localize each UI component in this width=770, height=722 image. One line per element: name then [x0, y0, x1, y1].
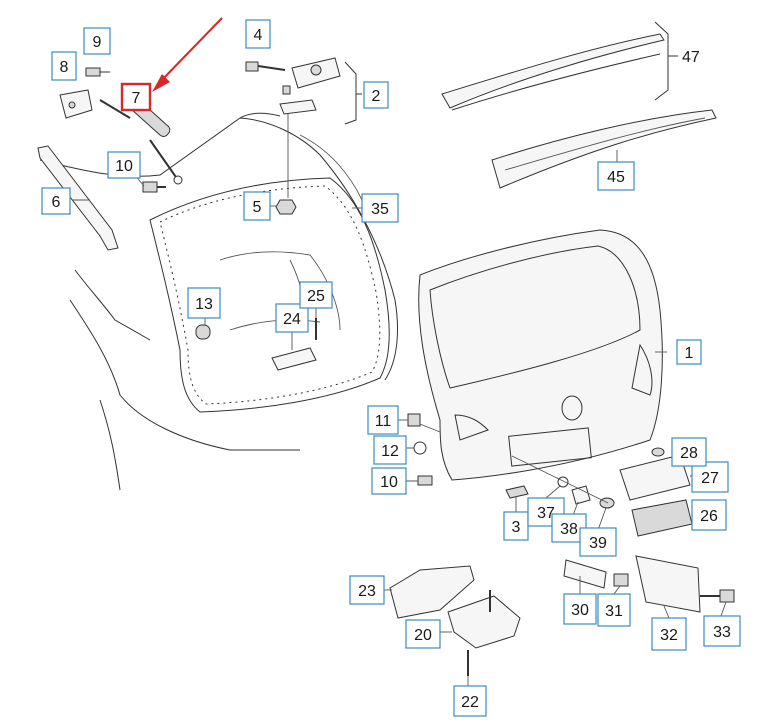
label-47: 47	[682, 49, 700, 66]
callout-27: 27	[691, 461, 729, 493]
svg-text:13: 13	[195, 296, 213, 313]
svg-text:5: 5	[253, 199, 262, 216]
svg-text:39: 39	[589, 535, 607, 552]
roof-spoiler	[491, 109, 717, 189]
nut	[275, 199, 297, 215]
hinge-arm	[37, 145, 119, 251]
bracket-2	[344, 61, 362, 125]
svg-text:30: 30	[571, 602, 589, 619]
svg-text:6: 6	[52, 194, 61, 211]
callout-6: 6	[41, 187, 71, 215]
svg-text:4: 4	[254, 27, 263, 44]
callout-24: 24	[275, 303, 309, 333]
svg-text:20: 20	[414, 627, 432, 644]
svg-text:22: 22	[461, 694, 479, 711]
callout-12: 12	[373, 435, 407, 465]
svg-text:7: 7	[132, 90, 141, 107]
svg-text:8: 8	[60, 59, 69, 76]
callout-23: 23	[349, 575, 385, 605]
callout-13: 13	[187, 287, 221, 319]
callout-10-lower: 10	[371, 467, 407, 495]
callout-9: 9	[83, 27, 111, 55]
callout-10-upper: 10	[107, 151, 141, 179]
svg-text:38: 38	[560, 521, 578, 538]
callout-32: 32	[651, 617, 687, 651]
plate-parts	[563, 555, 735, 613]
callout-22: 22	[453, 685, 487, 717]
red-arrow	[152, 17, 223, 92]
callout-45: 45	[597, 161, 635, 191]
svg-text:1: 1	[685, 345, 694, 362]
leader-lines	[72, 150, 727, 686]
callout-39: 39	[579, 527, 617, 557]
svg-text:24: 24	[283, 311, 301, 328]
svg-text:27: 27	[701, 470, 719, 487]
callout-33: 33	[703, 615, 741, 647]
svg-text:35: 35	[371, 201, 389, 218]
hinge	[245, 57, 341, 115]
callout-2: 2	[363, 81, 389, 109]
callout-4: 4	[245, 19, 271, 49]
callout-30: 30	[563, 593, 597, 625]
svg-text:31: 31	[605, 603, 623, 620]
callout-11: 11	[367, 405, 399, 435]
svg-text:11: 11	[375, 413, 392, 430]
trim-strip	[441, 33, 665, 111]
bolt-upper	[142, 181, 166, 193]
svg-text:32: 32	[660, 627, 678, 644]
svg-text:10: 10	[380, 474, 398, 491]
svg-text:12: 12	[381, 443, 399, 460]
callout-1: 1	[676, 339, 702, 365]
svg-text:37: 37	[537, 505, 555, 522]
svg-text:33: 33	[713, 624, 731, 641]
callout-31: 31	[597, 593, 631, 627]
svg-text:3: 3	[512, 519, 521, 536]
callout-25: 25	[299, 281, 333, 309]
lock-assembly	[389, 565, 521, 676]
callout-26: 26	[691, 499, 727, 531]
svg-text:45: 45	[607, 169, 625, 186]
callout-35: 35	[361, 193, 399, 223]
callout-28: 28	[671, 437, 707, 467]
bracket-47	[654, 21, 678, 101]
small-parts	[195, 318, 615, 509]
svg-text:23: 23	[358, 583, 376, 600]
svg-text:9: 9	[93, 34, 102, 51]
tailgate	[418, 229, 663, 481]
svg-text:25: 25	[307, 288, 325, 305]
svg-text:2: 2	[372, 88, 381, 105]
callout-7: 7	[120, 82, 152, 112]
strut-bracket	[59, 67, 110, 119]
svg-text:10: 10	[115, 158, 133, 175]
callout-3: 3	[503, 511, 529, 541]
svg-text:26: 26	[700, 508, 718, 525]
callout-8: 8	[51, 51, 77, 81]
callout-5: 5	[243, 191, 271, 221]
svg-text:28: 28	[680, 445, 698, 462]
callout-20: 20	[405, 619, 441, 649]
